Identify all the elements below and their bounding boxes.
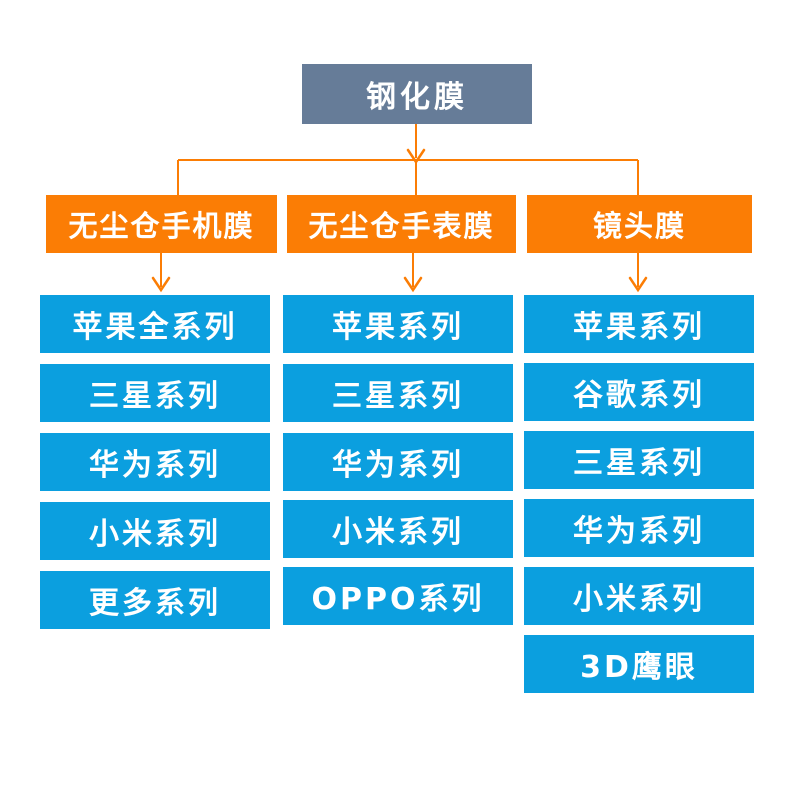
- list-item: 小米系列: [40, 502, 270, 560]
- list-item: 苹果系列: [283, 295, 513, 353]
- list-item: 三星系列: [283, 364, 513, 422]
- list-item: OPPO系列: [283, 567, 513, 625]
- arrow-down-icon: [403, 276, 423, 293]
- list-item: 三星系列: [40, 364, 270, 422]
- list-item: 小米系列: [283, 500, 513, 558]
- category-lens-film: 镜头膜: [527, 195, 752, 253]
- list-item: 苹果全系列: [40, 295, 270, 353]
- list-item: 3D鹰眼: [524, 635, 754, 693]
- arrow-down-icon: [406, 148, 426, 165]
- list-item: 苹果系列: [524, 295, 754, 353]
- root-node: 钢化膜: [302, 64, 532, 124]
- arrow-down-icon: [628, 276, 648, 293]
- list-item: 更多系列: [40, 571, 270, 629]
- list-item: 谷歌系列: [524, 363, 754, 421]
- list-item: 三星系列: [524, 431, 754, 489]
- list-item: 小米系列: [524, 567, 754, 625]
- list-item: 华为系列: [40, 433, 270, 491]
- arrow-down-icon: [151, 276, 171, 293]
- list-item: 华为系列: [283, 433, 513, 491]
- category-phone-film: 无尘仓手机膜: [46, 195, 277, 253]
- category-watch-film: 无尘仓手表膜: [287, 195, 516, 253]
- list-item: 华为系列: [524, 499, 754, 557]
